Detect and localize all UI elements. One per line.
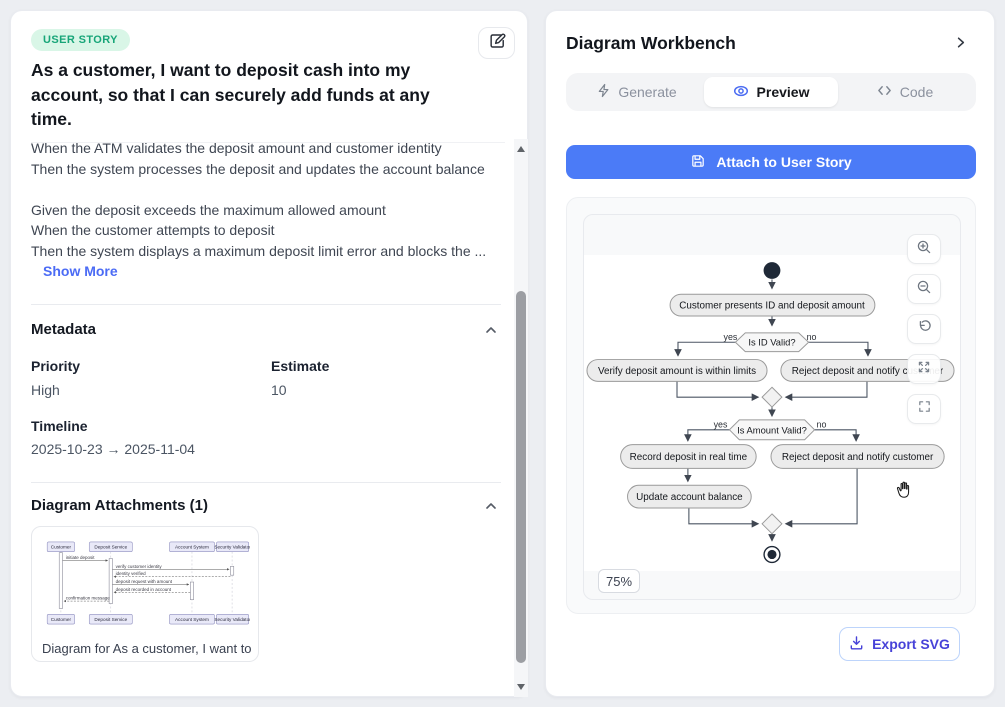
svg-text:Update account balance: Update account balance	[636, 492, 743, 503]
download-icon	[849, 635, 864, 654]
scroll-down-arrow[interactable]	[517, 684, 525, 690]
tab-generate-label: Generate	[618, 84, 677, 100]
scroll-up-arrow[interactable]	[517, 146, 525, 152]
svg-text:initiate deposit: initiate deposit	[66, 555, 96, 560]
svg-text:deposit request with amount: deposit request with amount	[116, 579, 173, 584]
svg-text:Deposit Service: Deposit Service	[94, 545, 127, 550]
reset-icon	[916, 319, 932, 340]
expand-button[interactable]	[907, 354, 941, 384]
svg-text:confirmation message: confirmation message	[66, 596, 111, 601]
description-line: Then the system processes the deposit an…	[31, 160, 485, 177]
scrollbar-thumb[interactable]	[516, 291, 526, 663]
svg-text:Deposit Service: Deposit Service	[94, 617, 127, 622]
activity-diagram: Customer presents ID and deposit amount …	[584, 255, 960, 571]
svg-text:Security Validator: Security Validator	[214, 545, 250, 550]
reset-view-button[interactable]	[907, 314, 941, 344]
svg-text:Is Amount Valid?: Is Amount Valid?	[737, 424, 807, 435]
export-svg-button[interactable]: Export SVG	[839, 627, 960, 661]
description-line: Given the deposit exceeds the maximum al…	[31, 201, 386, 218]
svg-text:verify customer identity: verify customer identity	[116, 564, 163, 569]
tab-preview-label: Preview	[756, 84, 810, 100]
svg-text:no: no	[807, 332, 817, 342]
user-story-card: USER STORY As a customer, I want to depo…	[10, 10, 528, 697]
attachment-caption: Diagram for As a customer, I want to ...	[42, 641, 252, 656]
chevron-up-icon	[484, 499, 498, 518]
svg-text:yes: yes	[724, 332, 738, 342]
divider	[31, 482, 501, 483]
timeline-value: 2025-10-23 → 2025-11-04	[31, 441, 195, 457]
svg-text:deposit recorded in account: deposit recorded in account	[116, 587, 172, 592]
diagram-workbench-panel: Diagram Workbench Generate Preview Code	[545, 10, 995, 697]
tab-code[interactable]: Code	[838, 77, 972, 107]
chevron-right-icon	[953, 35, 968, 55]
estimate-value: 10	[271, 382, 287, 398]
export-button-label: Export SVG	[872, 636, 950, 652]
metadata-heading: Metadata	[31, 321, 97, 338]
start-node	[763, 262, 781, 279]
svg-text:Is ID Valid?: Is ID Valid?	[748, 337, 795, 348]
estimate-label: Estimate	[271, 358, 330, 374]
edit-story-button[interactable]	[478, 27, 515, 59]
svg-text:yes: yes	[714, 419, 728, 429]
edit-icon	[488, 32, 506, 55]
description-line: Then the system displays a maximum depos…	[31, 242, 487, 259]
svg-text:Security Validator: Security Validator	[214, 617, 250, 622]
description-line: When the customer attempts to deposit	[31, 222, 275, 238]
diagram-canvas[interactable]: Customer presents ID and deposit amount …	[583, 214, 961, 600]
zoom-out-icon	[916, 279, 932, 300]
workbench-title: Diagram Workbench	[566, 33, 736, 53]
fullscreen-button[interactable]	[907, 394, 941, 424]
expand-icon	[916, 359, 932, 380]
lightning-icon	[597, 83, 610, 101]
priority-value: High	[31, 382, 60, 398]
svg-text:Account System: Account System	[175, 545, 209, 550]
zoom-out-button[interactable]	[907, 274, 941, 304]
diagram-preview-container: Customer presents ID and deposit amount …	[566, 197, 976, 614]
show-more-link[interactable]: Show More	[43, 263, 118, 279]
svg-text:Record deposit in real time: Record deposit in real time	[630, 452, 748, 463]
save-icon	[690, 153, 706, 172]
attachments-heading: Diagram Attachments (1)	[31, 497, 208, 514]
description-line	[31, 179, 505, 200]
diagram-attachment-card[interactable]: initiate deposit verify customer identit…	[31, 526, 259, 662]
svg-text:Customer: Customer	[51, 545, 72, 550]
story-title: As a customer, I want to deposit cash in…	[31, 60, 430, 129]
tab-preview[interactable]: Preview	[704, 77, 838, 107]
svg-text:Reject deposit and notify cust: Reject deposit and notify customer	[792, 366, 944, 377]
svg-text:Account System: Account System	[175, 617, 209, 622]
story-description[interactable]: When the ATM validates the deposit amoun…	[31, 142, 505, 290]
eye-icon	[733, 83, 749, 102]
sequence-diagram-thumbnail: initiate deposit verify customer identit…	[42, 538, 251, 628]
tab-generate[interactable]: Generate	[570, 77, 704, 107]
svg-text:Verify deposit amount is withi: Verify deposit amount is within limits	[598, 366, 756, 377]
chevron-up-icon	[484, 323, 498, 342]
collapse-metadata-button[interactable]	[481, 322, 501, 342]
tab-code-label: Code	[899, 84, 934, 100]
svg-text:Reject deposit and notify cust: Reject deposit and notify customer	[782, 452, 934, 463]
attach-to-user-story-button[interactable]: Attach to User Story	[566, 145, 976, 179]
fullscreen-icon	[917, 399, 932, 419]
svg-text:Customer presents ID and depos: Customer presents ID and deposit amount	[679, 301, 865, 312]
attach-button-label: Attach to User Story	[716, 154, 852, 170]
collapse-attachments-button[interactable]	[481, 498, 501, 518]
scrollbar-track[interactable]	[514, 139, 528, 697]
collapse-panel-button[interactable]	[951, 36, 969, 54]
user-story-badge: USER STORY	[31, 29, 130, 51]
divider	[31, 304, 501, 305]
svg-text:no: no	[817, 419, 827, 429]
svg-text:Customer: Customer	[51, 617, 72, 622]
svg-text:identity verified: identity verified	[116, 571, 147, 576]
timeline-label: Timeline	[31, 418, 88, 434]
code-icon	[877, 83, 892, 101]
workbench-tabs: Generate Preview Code	[566, 73, 976, 111]
description-line: When the ATM validates the deposit amoun…	[31, 142, 442, 156]
priority-label: Priority	[31, 358, 81, 374]
zoom-in-button[interactable]	[907, 234, 941, 264]
zoom-in-icon	[916, 239, 932, 260]
zoom-level-badge: 75%	[598, 569, 640, 593]
